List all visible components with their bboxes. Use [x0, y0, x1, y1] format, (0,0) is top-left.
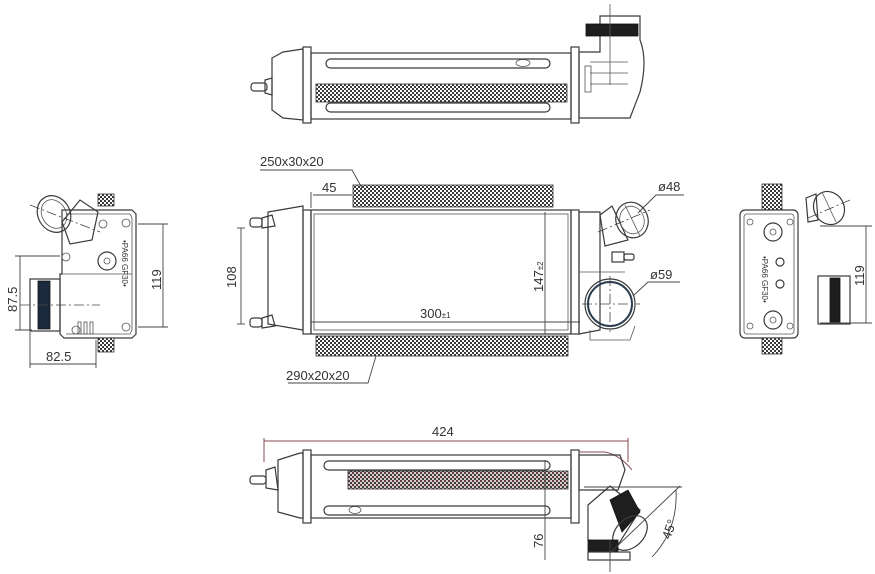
core-height-label: 147±2 [531, 261, 546, 292]
inlet-pipe-icon [597, 201, 651, 247]
core-width-label: 300±1 [420, 306, 451, 321]
upper-mesh-pad [352, 184, 554, 208]
right-height-label: 119 [852, 265, 867, 286]
bottom-view: 424 76 45° [249, 424, 682, 572]
lower-pad-label: 290x20x20 [286, 368, 350, 383]
outlet-diameter-label: ø59 [650, 267, 672, 282]
right-side-view: •PA66 GF30• 119 [739, 183, 872, 355]
right-material-mark: •PA66 GF30• [760, 256, 769, 303]
left-pipe-height-label: 87.5 [5, 287, 20, 312]
depth-label: 76 [531, 534, 546, 548]
overall-length-label: 424 [432, 424, 454, 439]
front-view: 250x30x20 45 108 300±1 147±2 290x20x20 [224, 154, 684, 384]
left-pipe-offset-label: 82.5 [46, 349, 71, 364]
offset-label: 45 [322, 180, 336, 195]
bottom-seal [609, 489, 641, 533]
inlet-diameter-label: ø48 [658, 179, 680, 194]
top-view [250, 4, 645, 124]
outlet-pipe-icon [582, 276, 640, 341]
left-material-mark: •PA66 GF30• [120, 240, 129, 287]
lower-mesh-pad [315, 335, 569, 357]
angle-label: 45° [659, 517, 680, 541]
upper-pad-label: 250x30x20 [260, 154, 324, 169]
left-height-label: 119 [149, 269, 164, 290]
right-top-pad [761, 183, 783, 211]
top-mesh-pad [315, 83, 568, 103]
mount-spacing-label: 108 [224, 266, 239, 288]
right-seal [829, 277, 841, 323]
top-seal [585, 23, 639, 37]
left-side-view: •PA66 GF30• 119 87.5 82.5 [5, 193, 168, 368]
left-bottom-pad [97, 337, 115, 353]
right-bottom-pad [761, 337, 783, 355]
left-top-pad [97, 193, 115, 207]
bottom-mesh-pad [347, 470, 569, 490]
